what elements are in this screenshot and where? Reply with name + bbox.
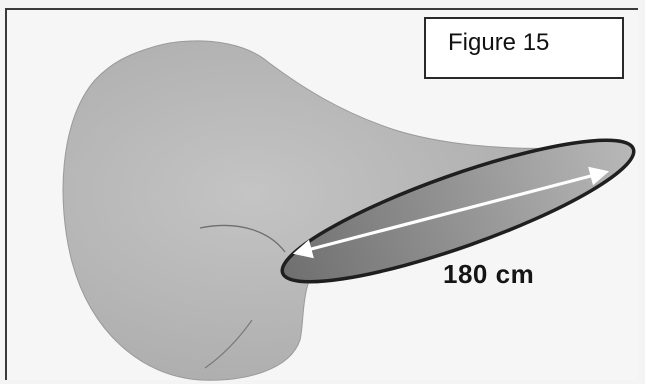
figure-label-box: Figure 15 xyxy=(424,17,624,79)
figure-label-text: Figure 15 xyxy=(448,29,549,56)
measurement-label: 180 cm xyxy=(443,259,534,290)
